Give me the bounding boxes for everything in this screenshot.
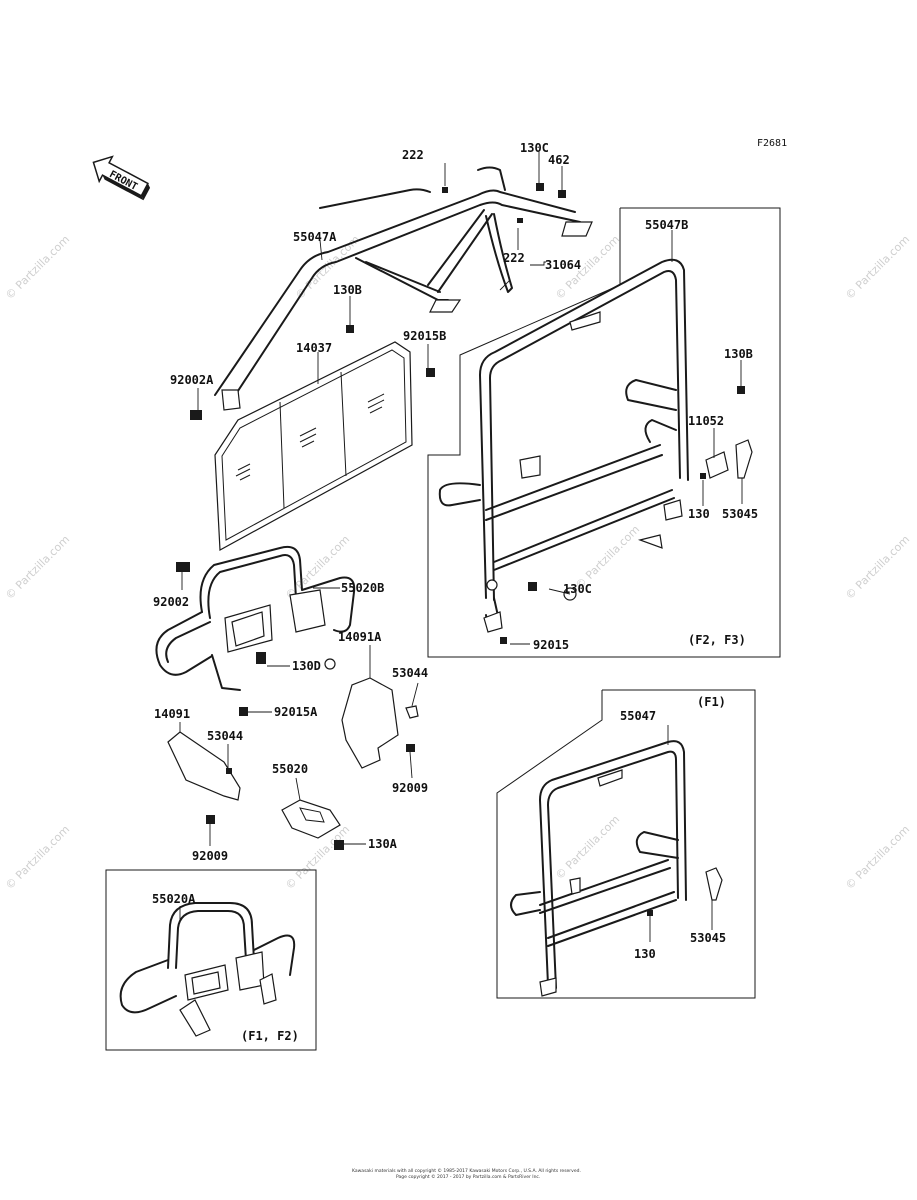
callout-14091a: 14091A [338,630,382,644]
buckle-hardware-top [500,386,753,644]
variant-label-f2-f3: (F2, F3) [688,633,746,647]
front-bumper-55020b [155,545,356,716]
callout-92015b: 92015B [403,329,446,343]
skid-plate-14091a [341,677,419,769]
callout-130c: 130C [520,141,549,155]
callout-130a: 130A [368,837,398,851]
watermark: © Partzilla.com [843,233,912,302]
variant-labels: (F2, F3) (F1) (F1, F2) [241,633,746,1043]
leader-lines [179,152,743,942]
watermark: © Partzilla.com [843,823,912,892]
callout-92015: 92015 [533,638,569,652]
variant-box-f1 [496,689,756,999]
callout-92009: 92009 [392,781,428,795]
callout-55020: 55020 [272,762,308,776]
callout-labels: 222 130C 462 55047A 222 31064 55047B 130… [152,141,758,961]
variant-label-f1-f2: (F1, F2) [241,1029,299,1043]
roof-hardware [190,183,566,420]
callout-11052: 11052 [688,414,724,428]
callout-462: 462 [548,153,570,167]
front-bumper-55020a [119,902,296,1037]
callout-92009: 92009 [192,849,228,863]
roof-frame-55047a [214,166,593,411]
copyright-line-2: Page copyright © 2017 - 2017 by Partzill… [396,1173,540,1180]
watermark: © Partzilla.com [3,233,72,302]
copyright-line-1: Kawasaki materials with all copyright © … [352,1167,581,1174]
callout-92002a: 92002A [170,373,214,387]
callout-53044: 53044 [207,729,243,743]
skid-plate-14091 [167,731,241,824]
watermark: © Partzilla.com [3,823,72,892]
callout-130b: 130B [333,283,362,297]
callout-53045: 53045 [690,931,726,945]
callout-55047: 55047 [620,709,656,723]
figure-code: F2681 [757,138,787,149]
callout-53045: 53045 [722,507,758,521]
callout-31064: 31064 [545,258,581,272]
front-arrow-icon: FRONT [92,155,151,201]
strap-31064 [485,213,513,293]
callout-92015a: 92015A [274,705,318,719]
callout-14091: 14091 [154,707,190,721]
callout-222: 222 [503,251,525,265]
callout-55020b: 55020B [341,581,384,595]
rear-screen-14037 [214,341,413,551]
watermark: © Partzilla.com [3,533,72,602]
rear-frame-55047 [510,740,723,997]
variant-box-f2-f3 [427,207,781,658]
callout-130: 130 [688,507,710,521]
callout-55047b: 55047B [645,218,688,232]
variant-box-f1-f2 [105,869,317,1051]
copyright-footer: Kawasaki materials with all copyright © … [352,1167,581,1180]
callout-130: 130 [634,947,656,961]
callout-14037: 14037 [296,341,332,355]
rear-frame-55047b [438,258,689,633]
watermark: © Partzilla.com [843,533,912,602]
bracket-55020 [281,799,344,850]
callout-130d: 130D [292,659,321,673]
callout-55047a: 55047A [293,230,337,244]
callout-55020a: 55020A [152,892,196,906]
callout-92002: 92002 [153,595,189,609]
callout-130c: 130C [563,582,592,596]
callout-53044: 53044 [392,666,428,680]
callout-222: 222 [402,148,424,162]
callout-130b: 130B [724,347,753,361]
watermark: © Partzilla.com [553,813,622,882]
watermarks: © Partzilla.com © Partzilla.com © Partzi… [3,233,912,892]
variant-label-f1: (F1) [697,695,726,709]
